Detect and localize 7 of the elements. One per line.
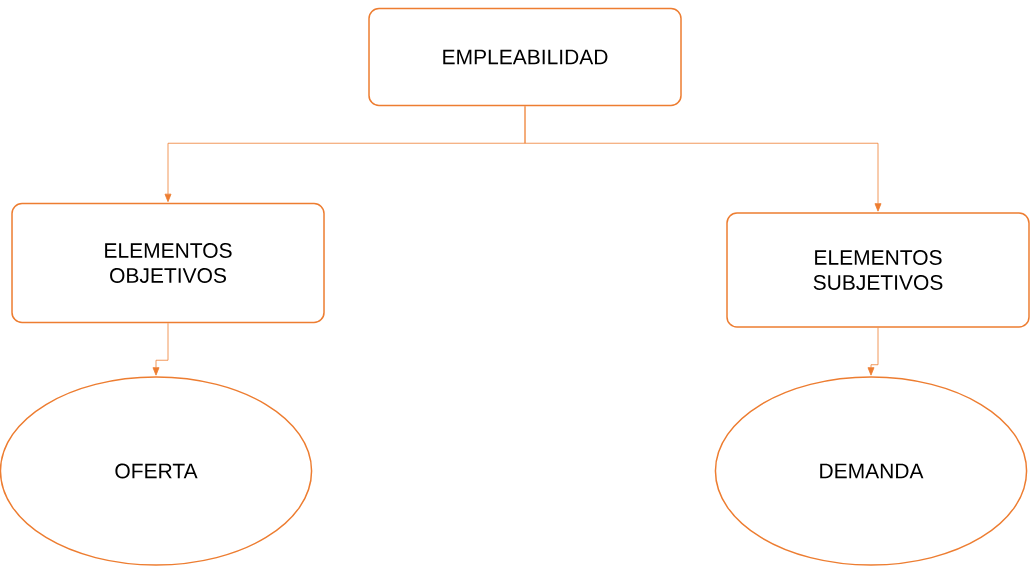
arrow (524, 105, 882, 212)
process-box: ELEMENTOS OBJETIVOS (11, 202, 325, 324)
process-box: ELEMENTOS SUBJETIVOS (726, 212, 1030, 328)
process-box: EMPLEABILIDAD (368, 7, 682, 107)
ellipse-node: DEMANDA (714, 376, 1028, 566)
arrow (867, 327, 879, 376)
arrow (152, 322, 169, 376)
